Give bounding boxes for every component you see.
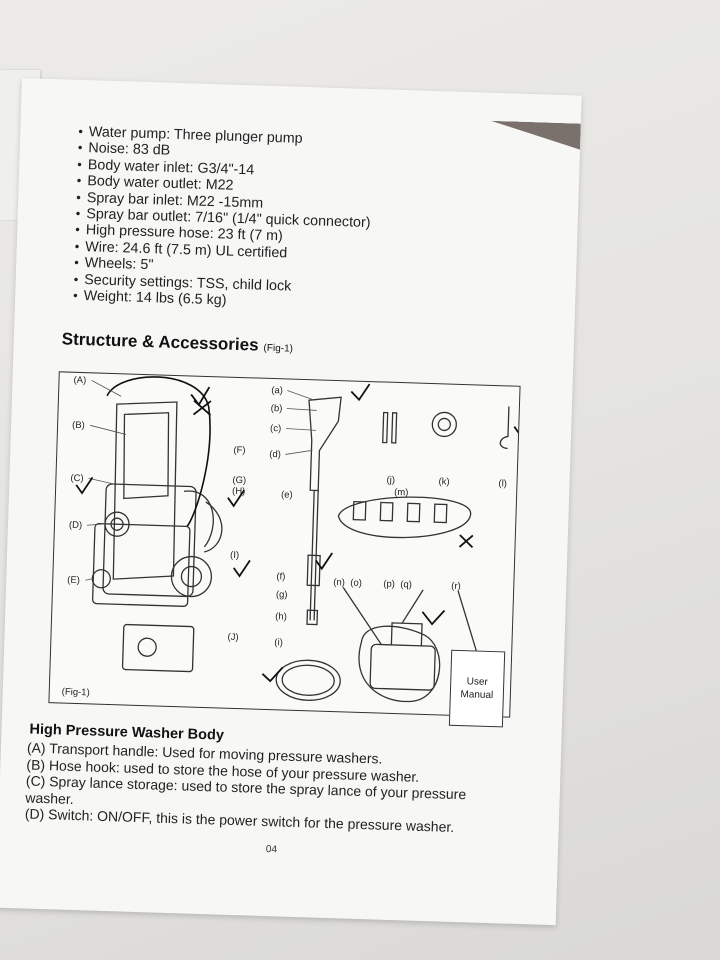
accessories-drawing — [337, 406, 510, 703]
section-title: Structure & Accessories (Fig-1) — [61, 329, 294, 356]
label-H: (H) — [232, 486, 246, 497]
manual-page: Water pump: Three plunger pump Noise: 83… — [0, 78, 582, 926]
label-A: (A) — [73, 375, 86, 386]
label-q: (q) — [400, 579, 412, 590]
label-G: (G) — [232, 475, 246, 486]
label-C: (C) — [70, 473, 84, 484]
hand-check-marks — [75, 383, 520, 683]
hand-circle-mark — [106, 376, 211, 527]
user-manual-line1: User — [466, 676, 488, 688]
user-manual-box: User Manual — [448, 649, 506, 728]
label-e: (e) — [281, 489, 293, 500]
leader-lines-gun — [285, 390, 317, 455]
label-n: (n) — [333, 577, 345, 588]
label-I: (I) — [230, 550, 239, 561]
label-f: (f) — [276, 571, 285, 582]
label-l: (l) — [498, 478, 507, 489]
label-i: (i) — [274, 637, 283, 648]
label-D: (D) — [69, 520, 83, 531]
label-d: (d) — [269, 449, 281, 460]
label-j: (j) — [386, 475, 395, 486]
washer-body-drawing — [91, 401, 223, 673]
label-g: (g) — [276, 589, 288, 600]
section-fig-ref: (Fig-1) — [263, 342, 294, 355]
label-E: (E) — [67, 575, 80, 586]
figure-caption: (Fig-1) — [62, 687, 90, 699]
label-a: (a) — [271, 385, 283, 396]
label-c: (c) — [270, 423, 281, 434]
label-k: (k) — [438, 476, 449, 487]
label-m: (m) — [394, 487, 409, 498]
label-p: (p) — [383, 579, 395, 590]
structure-figure: (A) (B) (C) (D) (E) (F) (G) (H) (I) (J) … — [48, 371, 521, 728]
body-section-text: (A) Transport handle: Used for moving pr… — [25, 739, 487, 836]
section-title-text: Structure & Accessories — [61, 329, 259, 355]
leader-lines-left — [85, 379, 126, 581]
label-J: (J) — [227, 632, 238, 643]
label-b: (b) — [271, 403, 283, 414]
label-h: (h) — [275, 611, 287, 622]
label-r: (r) — [451, 581, 461, 592]
spray-gun-drawing — [275, 396, 342, 701]
label-F: (F) — [233, 445, 245, 456]
label-B: (B) — [72, 420, 85, 431]
corner-decoration — [430, 119, 581, 150]
figure-drawing: (A) (B) (C) (D) (E) (F) (G) (H) (I) (J) … — [62, 375, 520, 703]
spec-list: Water pump: Three plunger pump Noise: 83… — [73, 124, 373, 314]
page-number: 04 — [265, 844, 278, 856]
user-manual-line2: Manual — [460, 689, 494, 702]
label-o: (o) — [350, 578, 362, 589]
